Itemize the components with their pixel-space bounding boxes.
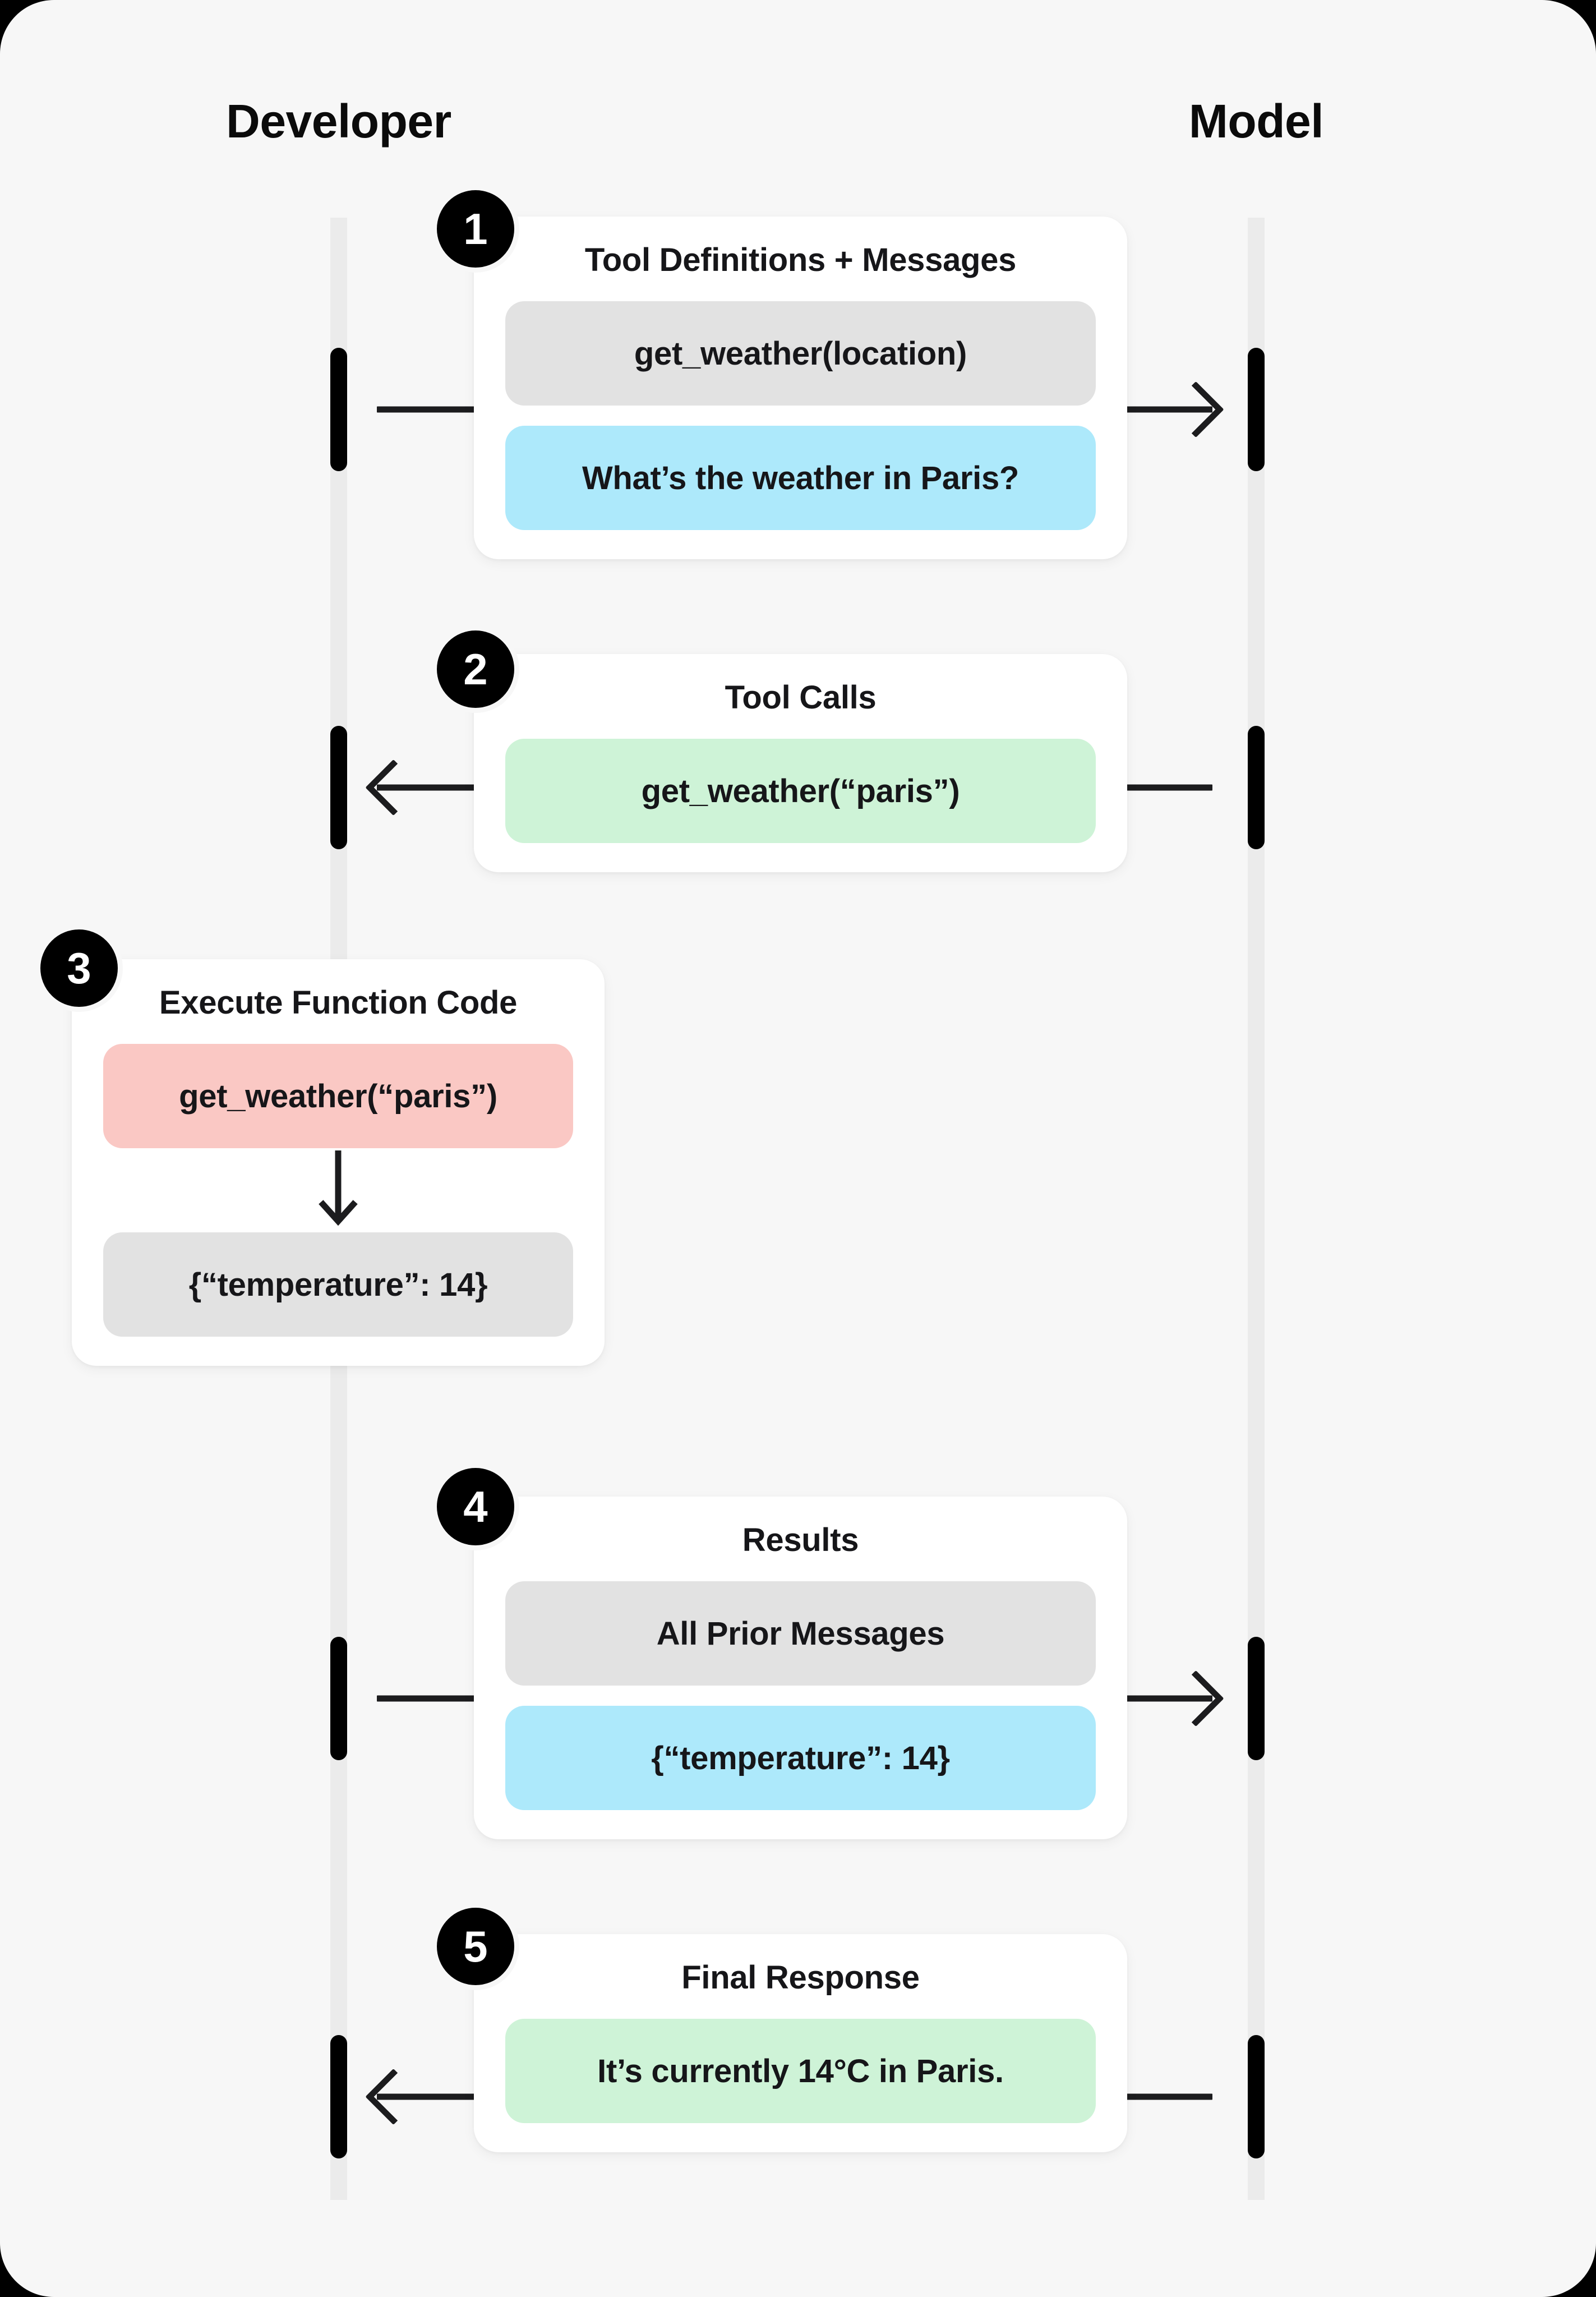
step-title-5: Final Response bbox=[681, 1959, 920, 1996]
step-badge-3: 3 bbox=[35, 924, 123, 1012]
step-2-pill-tool-call: get_weather(“paris”) bbox=[505, 739, 1096, 843]
step-card-3: Execute Function Code get_weather(“paris… bbox=[72, 959, 605, 1366]
step-badge-4: 4 bbox=[432, 1463, 519, 1550]
activation-bar-developer-step-5 bbox=[330, 2035, 347, 2158]
activation-bar-model-step-4 bbox=[1248, 1637, 1265, 1760]
activation-bar-developer-step-1 bbox=[330, 348, 347, 471]
step-title-4: Results bbox=[742, 1522, 859, 1558]
activation-bar-model-step-5 bbox=[1248, 2035, 1265, 2158]
arrow-head-right-icon bbox=[1168, 1670, 1224, 1727]
lifeline-model bbox=[1248, 218, 1265, 2200]
step-card-1: Tool Definitions + Messages get_weather(… bbox=[474, 217, 1127, 559]
arrow-head-left-icon bbox=[365, 2068, 422, 2125]
step-title-3: Execute Function Code bbox=[159, 984, 518, 1021]
activation-bar-model-step-2 bbox=[1248, 726, 1265, 849]
step-1-pill-user-message: What’s the weather in Paris? bbox=[505, 426, 1096, 530]
step-badge-5: 5 bbox=[432, 1903, 519, 1990]
arrow-down-icon bbox=[103, 1148, 573, 1232]
step-card-5: Final Response It’s currently 14°C in Pa… bbox=[474, 1934, 1127, 2152]
step-4-pill-tool-result: {“temperature”: 14} bbox=[505, 1706, 1096, 1810]
step-card-2: Tool Calls get_weather(“paris”) bbox=[474, 654, 1127, 872]
step-title-2: Tool Calls bbox=[725, 679, 877, 716]
activation-bar-developer-step-4 bbox=[330, 1637, 347, 1760]
step-3-pill-function-invocation: get_weather(“paris”) bbox=[103, 1044, 573, 1148]
column-header-developer: Developer bbox=[226, 95, 451, 148]
step-title-1: Tool Definitions + Messages bbox=[584, 242, 1017, 278]
step-4-pill-prior-messages: All Prior Messages bbox=[505, 1581, 1096, 1686]
step-5-pill-final-answer: It’s currently 14°C in Paris. bbox=[505, 2019, 1096, 2123]
column-header-model: Model bbox=[1188, 95, 1324, 148]
arrow-head-right-icon bbox=[1168, 381, 1224, 438]
step-badge-2: 2 bbox=[432, 625, 519, 713]
activation-bar-developer-step-2 bbox=[330, 726, 347, 849]
step-card-4: Results All Prior Messages {“temperature… bbox=[474, 1497, 1127, 1839]
activation-bar-model-step-1 bbox=[1248, 348, 1265, 471]
step-1-pill-tool-definition: get_weather(location) bbox=[505, 301, 1096, 406]
arrow-head-left-icon bbox=[365, 759, 422, 816]
step-3-pill-function-result: {“temperature”: 14} bbox=[103, 1232, 573, 1337]
step-badge-1: 1 bbox=[432, 185, 519, 273]
